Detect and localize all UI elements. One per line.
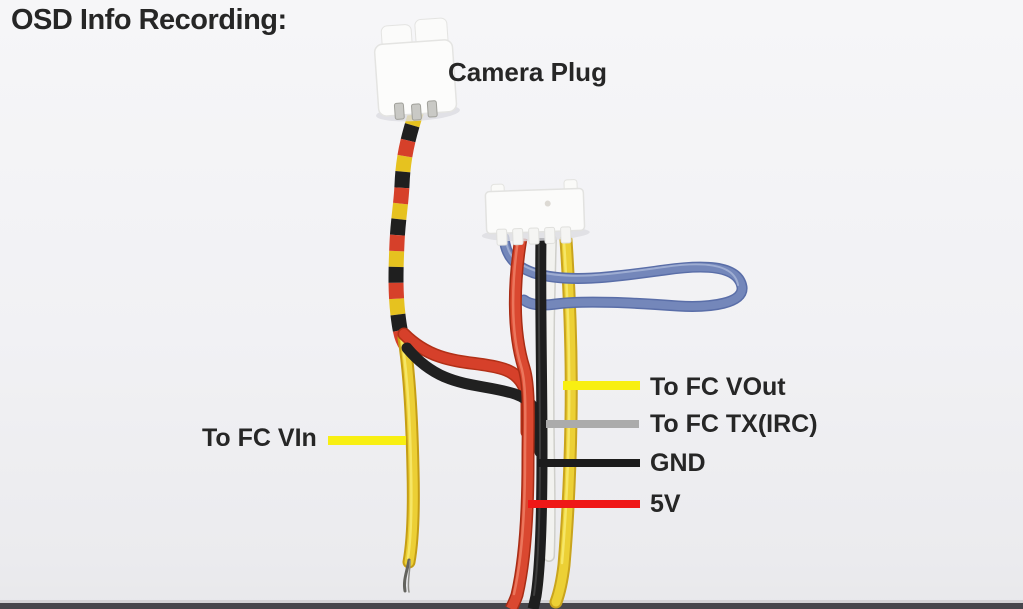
twist-red-strand	[388, 107, 425, 350]
to-fc-vin-label: To FC VIn	[202, 424, 317, 452]
page-title: OSD Info Recording:	[11, 4, 287, 36]
camera-plug-connector	[373, 17, 460, 122]
stripped-wire-tip	[403, 558, 411, 593]
camera-twisted-cable	[388, 107, 425, 350]
harness-plug-teeth	[496, 226, 572, 246]
camera-plug-crimp-pins	[393, 100, 438, 121]
black-wire	[527, 237, 548, 609]
tx-indicator-line	[546, 420, 639, 428]
5v-label: 5V	[650, 490, 681, 518]
harness-plug-connector	[481, 179, 590, 246]
annotation-lines	[328, 381, 640, 508]
5v-indicator-line	[528, 500, 640, 508]
white-wire	[542, 234, 557, 562]
vout-indicator-line	[563, 381, 640, 390]
stripped-wire-strand	[407, 560, 411, 593]
gnd-label: GND	[650, 449, 706, 477]
red-wire	[505, 236, 535, 609]
vin-indicator-line	[328, 436, 406, 445]
to-fc-vout-label: To FC VOut	[650, 373, 786, 401]
twist-yellow-strand	[388, 107, 425, 350]
camera-plug-label: Camera Plug	[448, 57, 607, 87]
twist-black-strand	[388, 107, 425, 350]
camera-yellow-video-wire	[397, 331, 420, 593]
gnd-indicator-line	[537, 459, 640, 467]
to-fc-tx-label: To FC TX(IRC)	[650, 410, 818, 438]
